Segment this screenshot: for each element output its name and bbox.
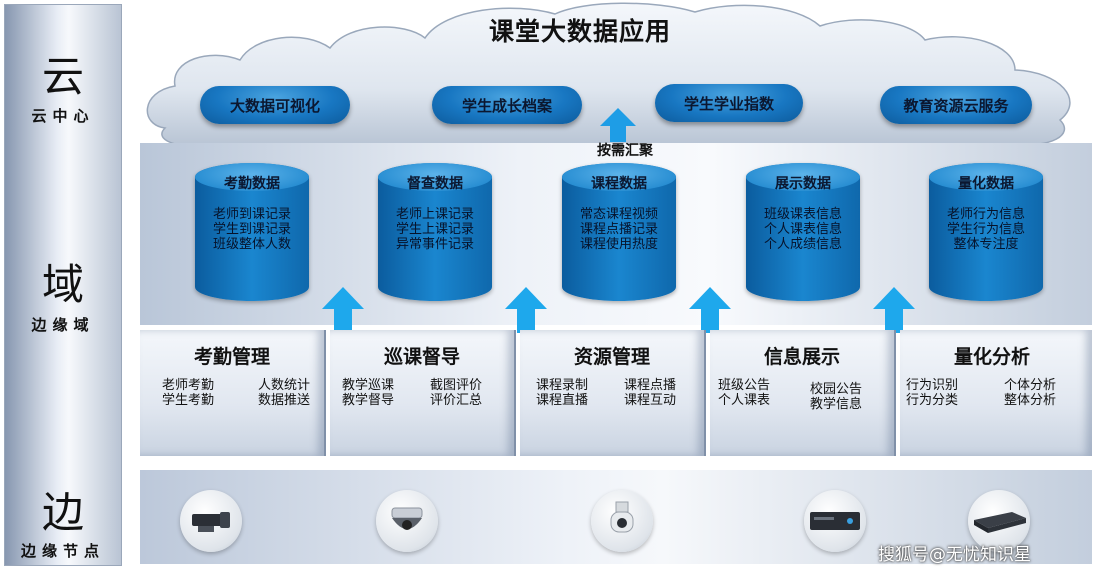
mgmt-item: 课程录制	[536, 378, 589, 393]
data-store-display: 展示数据 班级课表信息 个人课表信息 个人成绩信息	[746, 163, 860, 301]
mgmt-item: 班级公告	[718, 378, 771, 393]
mgmt-item: 整体分析	[1004, 393, 1057, 408]
service-pill-growth-archive: 学生成长档案	[432, 86, 582, 124]
cloud-shape	[146, 2, 1071, 147]
mgmt-panel-patrol: 巡课督导 教学巡课 教学督导 截图评价 评价汇总	[330, 330, 516, 456]
mgmt-item: 行为识别	[906, 378, 959, 393]
mgmt-item: 个人课表	[718, 393, 771, 408]
camera-box-icon	[180, 490, 242, 552]
data-store-line: 学生到课记录	[212, 222, 291, 237]
mgmt-item: 人数统计	[258, 378, 311, 393]
mgmt-title: 信息展示	[763, 346, 840, 368]
tier-sidebar: 云 云中心 域 边缘域 边 边缘节点	[4, 4, 122, 566]
data-store-line: 课程使用热度	[579, 237, 658, 252]
data-store-line: 老师行为信息	[946, 207, 1025, 222]
data-store-title: 督查数据	[407, 176, 463, 192]
service-pill-academic-index: 学生学业指数	[655, 84, 803, 122]
tier-edge-domain-label: 边缘域	[31, 316, 95, 334]
mgmt-item: 数据推送	[258, 393, 311, 408]
mgmt-title: 考勤管理	[193, 346, 270, 368]
mgmt-item: 个体分析	[1004, 378, 1057, 393]
mgmt-title: 巡课督导	[383, 346, 460, 368]
mgmt-item: 教学巡课	[342, 378, 395, 393]
data-store-title: 量化数据	[958, 176, 1014, 192]
mgmt-item: 校园公告	[810, 382, 863, 397]
mgmt-title: 量化分析	[953, 346, 1030, 368]
mgmt-panel-info: 信息展示 班级公告 个人课表 校园公告 教学信息	[710, 330, 896, 456]
data-store-line: 常态课程视频	[579, 207, 658, 222]
data-store-line: 老师到课记录	[212, 207, 291, 222]
management-layer: 考勤管理 老师考勤 学生考勤 人数统计 数据推送 巡课督导 教学巡课 教学督导 …	[140, 330, 1092, 456]
data-store-line: 学生上课记录	[395, 222, 474, 237]
service-pill-edu-cloud: 教育资源云服务	[880, 86, 1032, 124]
data-store-line: 异常事件记录	[395, 237, 474, 252]
aggregation-label: 按需汇聚	[597, 143, 653, 159]
dome-camera-icon	[376, 490, 438, 552]
tier-edge-domain-glyph: 域	[41, 260, 84, 309]
mgmt-item: 教学信息	[810, 397, 863, 412]
data-store-line: 班级整体人数	[212, 237, 291, 252]
data-store-title: 课程数据	[591, 176, 647, 192]
tier-edge-node-glyph: 边	[41, 488, 84, 537]
mgmt-title: 资源管理	[573, 346, 650, 368]
mgmt-panel-analysis: 量化分析 行为识别 行为分类 个体分析 整体分析	[900, 330, 1092, 456]
tier-edge-node-label: 边缘节点	[20, 542, 105, 560]
mgmt-item: 课程互动	[624, 393, 677, 408]
mgmt-item: 截图评价	[430, 378, 483, 393]
service-pill-visualization: 大数据可视化	[200, 86, 350, 124]
cloud-title: 课堂大数据应用	[488, 17, 671, 46]
mgmt-panel-attendance: 考勤管理 老师考勤 学生考勤 人数统计 数据推送	[140, 330, 326, 456]
data-store-line: 整体专注度	[953, 237, 1019, 252]
tier-cloud-glyph: 云	[41, 52, 84, 101]
data-store-line: 个人成绩信息	[763, 237, 842, 252]
data-store-line: 课程点播记录	[579, 222, 658, 237]
recorder-icon	[804, 490, 866, 552]
up-arrow-icon	[505, 287, 547, 333]
data-store-course: 课程数据 常态课程视频 课程点播记录 课程使用热度	[562, 163, 676, 301]
data-store-quantified: 量化数据 老师行为信息 学生行为信息 整体专注度	[929, 163, 1043, 301]
data-store-line: 个人课表信息	[763, 222, 842, 237]
data-store-attendance: 考勤数据 老师到课记录 学生到课记录 班级整体人数	[195, 163, 309, 301]
mgmt-item: 学生考勤	[162, 393, 215, 408]
up-arrow-icon	[689, 287, 731, 333]
mgmt-panel-resource: 资源管理 课程录制 课程直播 课程点播 课程互动	[520, 330, 706, 456]
mgmt-item: 课程直播	[536, 393, 589, 408]
data-store-title: 考勤数据	[224, 176, 280, 192]
mgmt-item: 行为分类	[906, 393, 959, 408]
mgmt-item: 评价汇总	[430, 393, 483, 408]
mgmt-item: 老师考勤	[162, 378, 215, 393]
mgmt-item: 教学督导	[342, 393, 395, 408]
ptz-camera-icon	[591, 490, 653, 552]
data-store-title: 展示数据	[775, 176, 831, 192]
watermark-text: 搜狐号@无忧知识星	[878, 545, 1031, 565]
aggregate-up-arrow-icon	[600, 108, 636, 142]
up-arrow-icon	[322, 287, 364, 333]
mgmt-item: 课程点播	[624, 378, 677, 393]
data-store-line: 班级课表信息	[763, 207, 842, 222]
data-store-line: 学生行为信息	[946, 222, 1025, 237]
data-store-inspection: 督查数据 老师上课记录 学生上课记录 异常事件记录	[378, 163, 492, 301]
nvr-icon	[968, 490, 1030, 552]
tier-cloud-label: 云中心	[31, 107, 95, 125]
data-store-line: 老师上课记录	[395, 207, 474, 222]
up-arrow-icon	[873, 287, 915, 333]
